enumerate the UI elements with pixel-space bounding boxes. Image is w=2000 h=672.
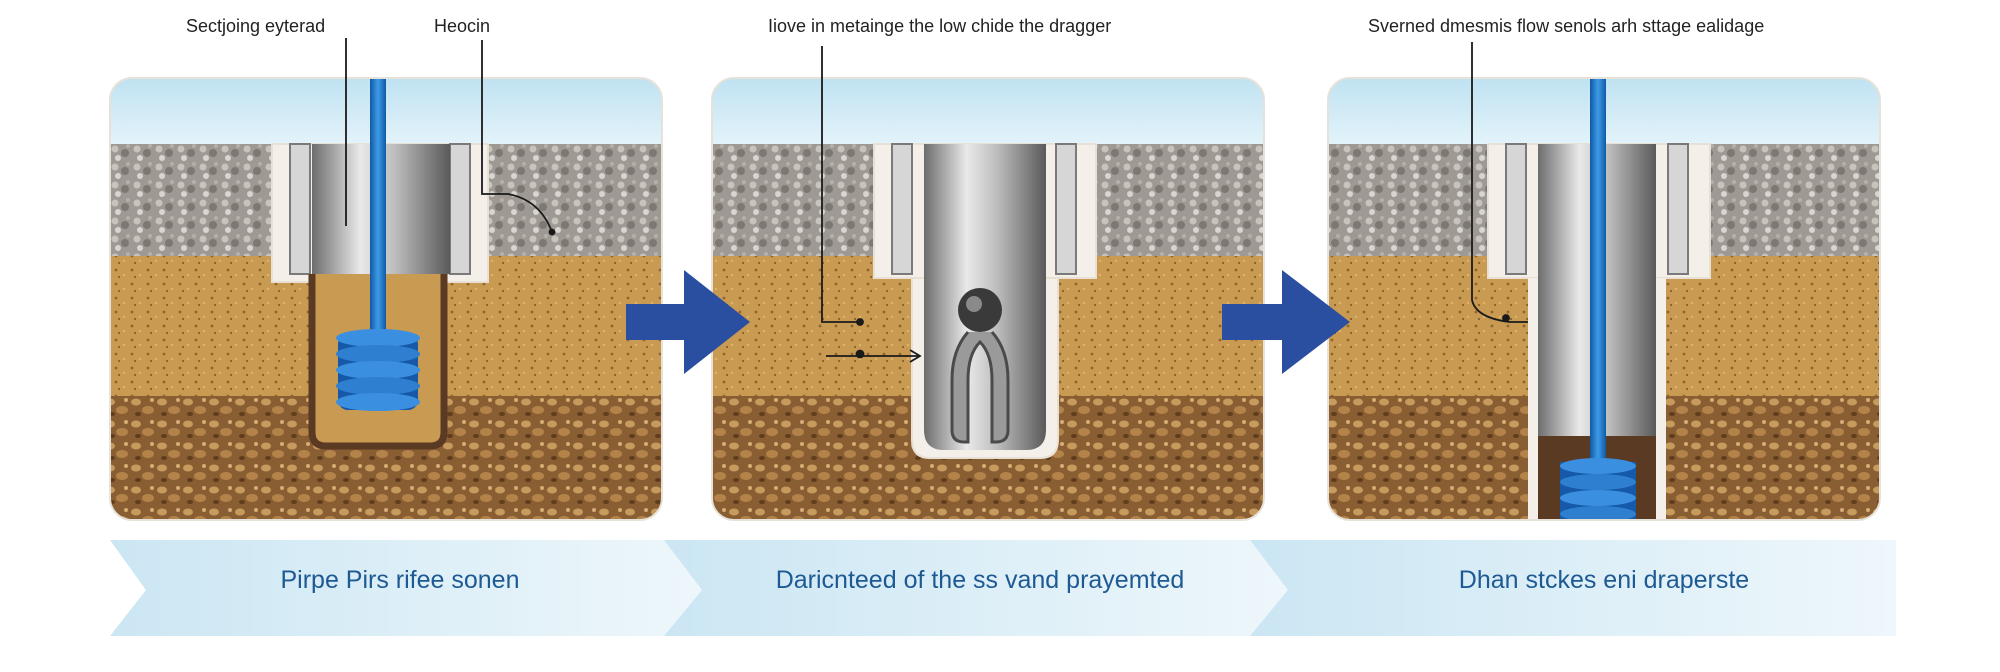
callout-lines — [345, 38, 1528, 363]
step-2-label: Daricnteed of the ss vand prayemted — [775, 566, 1185, 594]
coil-filter-bottom — [1560, 458, 1636, 520]
panel-3-cross-section — [1328, 78, 1880, 520]
panel-1-cross-section — [110, 78, 662, 520]
coil-filter — [336, 329, 420, 411]
step-3-label: Dhan stckes eni draperste — [1458, 566, 1750, 594]
right-arrow-icon — [1222, 270, 1350, 374]
callout-panel3: Sverned dmesmis flow senols arh sttage e… — [1368, 16, 1765, 36]
panel-2-cross-section — [712, 78, 1264, 520]
step-1-label: Pirpe Pirs rifee sonen — [280, 566, 520, 594]
callout-heocin: Heocin — [434, 16, 491, 36]
callout-panel2: Iiove in metainge the low chide the drag… — [768, 16, 1112, 36]
step-banners — [110, 540, 1896, 636]
callout-sectioning: Sectjoing eyterad — [186, 16, 326, 36]
right-arrow-icon — [626, 270, 750, 374]
